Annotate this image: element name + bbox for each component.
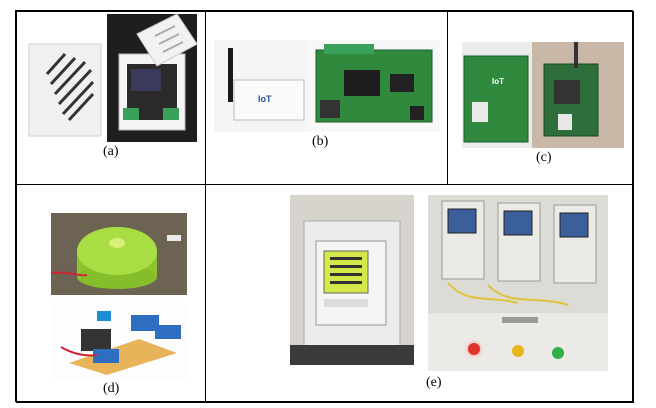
relay-board-image xyxy=(51,303,187,379)
svg-text:IoT: IoT xyxy=(492,77,504,86)
figure-table: (a) IoT (b) I xyxy=(15,10,634,403)
photo-c: IoT xyxy=(462,42,624,148)
enclosure-with-board-image xyxy=(27,14,197,142)
meter-enclosure-image xyxy=(290,195,414,365)
caption-b: (b) xyxy=(312,134,329,149)
photo-a xyxy=(27,14,197,142)
cell-b: IoT (b) xyxy=(205,11,448,185)
caption-a: (a) xyxy=(103,144,119,159)
photo-b: IoT xyxy=(214,40,440,132)
caption-d: (d) xyxy=(103,381,120,396)
photo-e-left xyxy=(290,195,414,365)
photo-d-bottom xyxy=(51,303,187,379)
photo-d-top xyxy=(51,213,187,295)
pcb-boards-image: IoT xyxy=(462,42,624,148)
cell-c: IoT (c) xyxy=(447,11,634,185)
gateway-and-board-image: IoT xyxy=(214,40,440,132)
photo-e-right xyxy=(428,195,608,371)
caption-e: (e) xyxy=(426,375,442,390)
cell-d: (d) xyxy=(16,184,206,403)
red-indicator-light xyxy=(468,343,480,355)
cell-a: (a) xyxy=(16,11,206,185)
caption-c: (c) xyxy=(536,150,552,165)
green-indicator-light xyxy=(552,347,564,359)
svg-text:IoT: IoT xyxy=(258,94,272,104)
yellow-indicator-light xyxy=(512,345,524,357)
round-enclosure-image xyxy=(51,213,187,295)
three-meter-panel-image xyxy=(428,195,608,371)
cell-e: (e) xyxy=(205,184,634,403)
